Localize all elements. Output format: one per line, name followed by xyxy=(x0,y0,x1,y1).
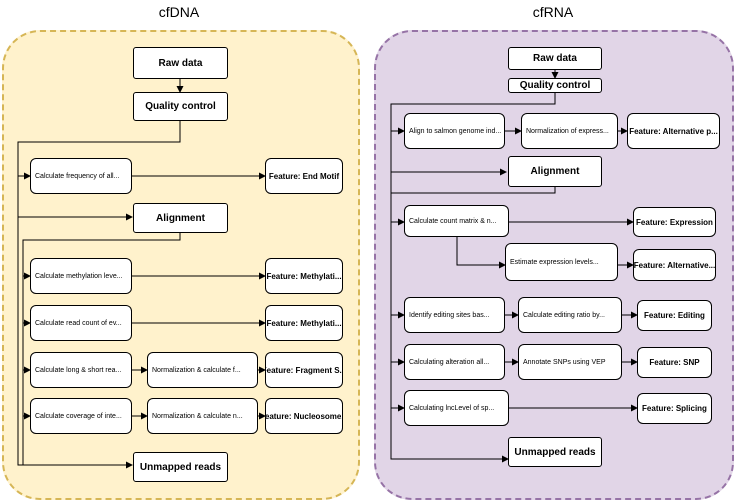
cfrna-quality-control: Quality control xyxy=(508,78,602,93)
cfrna-raw-data: Raw data xyxy=(508,47,602,70)
cfrna-unmapped-reads: Unmapped reads xyxy=(508,437,602,467)
cfdna-fragment-step-2: Normalization & calculate f... xyxy=(147,352,258,388)
edge-count-estimate xyxy=(456,237,506,269)
cfdna-alignment: Alignment xyxy=(133,203,228,233)
cfrna-normalization-step: Normalization of express... xyxy=(521,113,618,149)
cfdna-fragment-feature: Feature: Fragment S... xyxy=(265,352,343,388)
edge-align-branch xyxy=(22,233,181,465)
cfrna-splicing-step: Calculating lncLevel of sp... xyxy=(404,390,509,426)
cfrna-editing-feature: Feature: Editing xyxy=(637,300,712,331)
cfdna-nucleosome-feature: Feature: Nucleosome... xyxy=(265,398,343,434)
cfrna-alignment: Alignment xyxy=(508,156,602,187)
cfrna-salmon-step: Align to salmon genome ind... xyxy=(404,113,505,149)
cfrna-splicing-feature: Feature: Splicing xyxy=(637,393,712,424)
edge-rna-qc-branch xyxy=(390,93,556,463)
cfrna-estimate-expression-step: Estimate expression levels... xyxy=(505,243,618,281)
cfrna-snp-feature: Feature: SNP xyxy=(637,347,712,378)
cfrna-alternative-p-feature: Feature: Alternative p... xyxy=(627,113,720,149)
cfrna-title: cfRNA xyxy=(532,4,574,20)
connector-lines xyxy=(17,70,638,469)
cfrna-snp-step-2: Annotate SNPs using VEP xyxy=(518,344,622,380)
cfrna-alternative-feature: Feature: Alternative... xyxy=(633,249,716,281)
cfdna-title: cfDNA xyxy=(158,4,200,20)
cfdna-methylation-step-1: Calculate methylation leve... xyxy=(30,258,132,294)
cfdna-methylation-feature-2: Feature: Methylati... xyxy=(265,305,343,341)
edge-rna-align-branch xyxy=(391,187,556,194)
cfdna-raw-data: Raw data xyxy=(133,47,228,79)
cfdna-quality-control: Quality control xyxy=(133,92,228,121)
cfdna-methylation-feature-1: Feature: Methylati... xyxy=(265,258,343,294)
cfdna-nucleosome-step-1: Calculate coverage of inte... xyxy=(30,398,132,434)
cfdna-fragment-step-1: Calculate long & short rea... xyxy=(30,352,132,388)
cfrna-editing-step-1: Identify editing sites bas... xyxy=(404,297,505,333)
cfrna-expression-feature: Feature: Expression xyxy=(633,207,716,237)
cfrna-snp-step-1: Calculating alteration all... xyxy=(404,344,505,380)
cfdna-nucleosome-step-2: Normalization & calculate n... xyxy=(147,398,258,434)
cfdna-end-motif-feature: Feature: End Motif xyxy=(265,158,343,194)
cfdna-methylation-step-2: Calculate read count of ev... xyxy=(30,305,132,341)
cfrna-editing-step-2: Calculate editing ratio by... xyxy=(518,297,622,333)
cfdna-end-motif-step: Calculate frequency of all... xyxy=(30,158,132,194)
cfdna-unmapped-reads: Unmapped reads xyxy=(133,452,228,482)
cfrna-count-matrix-step: Calculate count matrix & n... xyxy=(404,205,509,237)
edge-qc-branch xyxy=(17,121,181,469)
